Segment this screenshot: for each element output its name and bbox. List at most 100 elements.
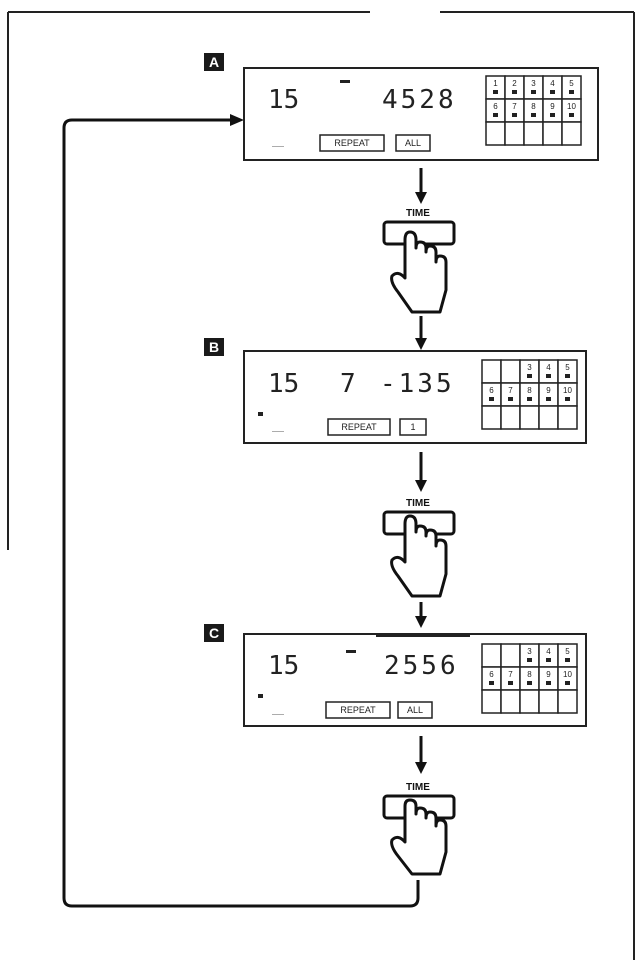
track-number-b: 7 [340, 369, 356, 399]
track-cell-number: 6 [489, 670, 494, 679]
track-cell-number: 10 [567, 102, 576, 111]
track-cell [523, 121, 544, 146]
track-cell [519, 689, 540, 714]
track-cell-number: 9 [550, 102, 555, 111]
track-cell-number: 9 [546, 670, 551, 679]
track-cell [500, 689, 521, 714]
panel-badge-c-label: C [209, 625, 219, 641]
track-cell-indicator [512, 113, 517, 117]
track-cell-number: 8 [527, 670, 532, 679]
track-cell-number: 6 [489, 386, 494, 395]
track-cell-indicator [508, 397, 513, 401]
track-cell-indicator [569, 90, 574, 94]
track-cell-indicator [531, 113, 536, 117]
sub-indicator-b-label: 1 [410, 422, 415, 432]
time-button-press-3: TIME [382, 782, 456, 876]
track-cell-number: 5 [569, 79, 574, 88]
track-cell-indicator [550, 113, 555, 117]
track-cell [481, 405, 502, 430]
repeat-indicator-a [319, 134, 385, 152]
track-cell-indicator [493, 113, 498, 117]
track-cell-indicator [489, 681, 494, 685]
track-cell [542, 121, 563, 146]
time-readout-c: 2556 [384, 651, 459, 681]
track-cell-indicator [512, 90, 517, 94]
track-cell-number: 10 [563, 670, 572, 679]
track-cell-number: 5 [565, 647, 570, 656]
time-button-press-2: TIME [382, 498, 456, 598]
indicator-dot-c [258, 694, 263, 698]
track-cell-number: 3 [527, 363, 532, 372]
indicator-dot-b [258, 412, 263, 416]
track-cell-indicator [527, 397, 532, 401]
track-cell-number: 8 [527, 386, 532, 395]
time-button-label-2: TIME [406, 498, 430, 509]
panel-badge-a-label: A [209, 54, 219, 70]
indicator-mark-c [346, 650, 356, 653]
repeat-indicator-a-label: REPEAT [334, 138, 370, 148]
track-cell [485, 121, 506, 146]
sub-indicator-a-label: ALL [405, 138, 421, 148]
track-cell-indicator [565, 397, 570, 401]
time-button-label-3: TIME [406, 782, 430, 793]
sub-indicator-a [395, 134, 431, 152]
mode-caption-a: ------ [272, 144, 284, 150]
panel-badge-b-label: B [209, 339, 219, 355]
track-cell [557, 405, 578, 430]
track-cell [561, 121, 582, 146]
track-cell [519, 405, 540, 430]
disk-number-a: 15 [268, 85, 299, 115]
time-button-label-1: TIME [406, 208, 430, 219]
track-cell-number: 10 [563, 386, 572, 395]
track-cell-number: 4 [550, 79, 555, 88]
pressing-hand-icon-3 [390, 798, 448, 876]
track-cell-indicator [527, 658, 532, 662]
track-cell-indicator [546, 681, 551, 685]
time-readout-b: -135 [380, 369, 455, 399]
flow-arrowhead-a [415, 192, 427, 204]
track-cell [481, 643, 502, 668]
track-cell [481, 689, 502, 714]
track-cell-number: 2 [512, 79, 517, 88]
track-cell-number: 7 [508, 670, 513, 679]
flow-arrowhead-d [415, 616, 427, 628]
track-cell-indicator [565, 658, 570, 662]
track-cell-indicator [489, 397, 494, 401]
sub-indicator-c [397, 701, 433, 719]
track-cell-number: 7 [508, 386, 513, 395]
track-cell-number: 6 [493, 102, 498, 111]
track-cell-number: 5 [565, 363, 570, 372]
track-cell-indicator [527, 374, 532, 378]
mode-caption-c: ------ [272, 712, 284, 718]
track-cell [538, 689, 559, 714]
track-cell-number: 4 [546, 647, 551, 656]
indicator-mark-a [340, 80, 350, 83]
flow-arrowhead-b [415, 338, 427, 350]
disk-number-c: 15 [268, 651, 299, 681]
track-cell-number: 3 [531, 79, 536, 88]
panel-badge-a [204, 53, 224, 71]
repeat-indicator-b [327, 418, 391, 436]
track-cell-indicator [493, 90, 498, 94]
flow-arrowhead-e [415, 762, 427, 774]
repeat-indicator-c-label: REPEAT [340, 705, 376, 715]
track-cell-number: 7 [512, 102, 517, 111]
track-cell-indicator [550, 90, 555, 94]
track-cell-indicator [508, 681, 513, 685]
panel-badge-b [204, 338, 224, 356]
track-cell-indicator [546, 397, 551, 401]
track-cell-indicator [565, 374, 570, 378]
repeat-indicator-c [325, 701, 391, 719]
track-cell-number: 4 [546, 363, 551, 372]
panel-badge-c [204, 624, 224, 642]
track-cell [500, 643, 521, 668]
track-cell [557, 689, 578, 714]
repeat-indicator-b-label: REPEAT [341, 422, 377, 432]
track-cell-indicator [546, 374, 551, 378]
track-cell [481, 359, 502, 384]
